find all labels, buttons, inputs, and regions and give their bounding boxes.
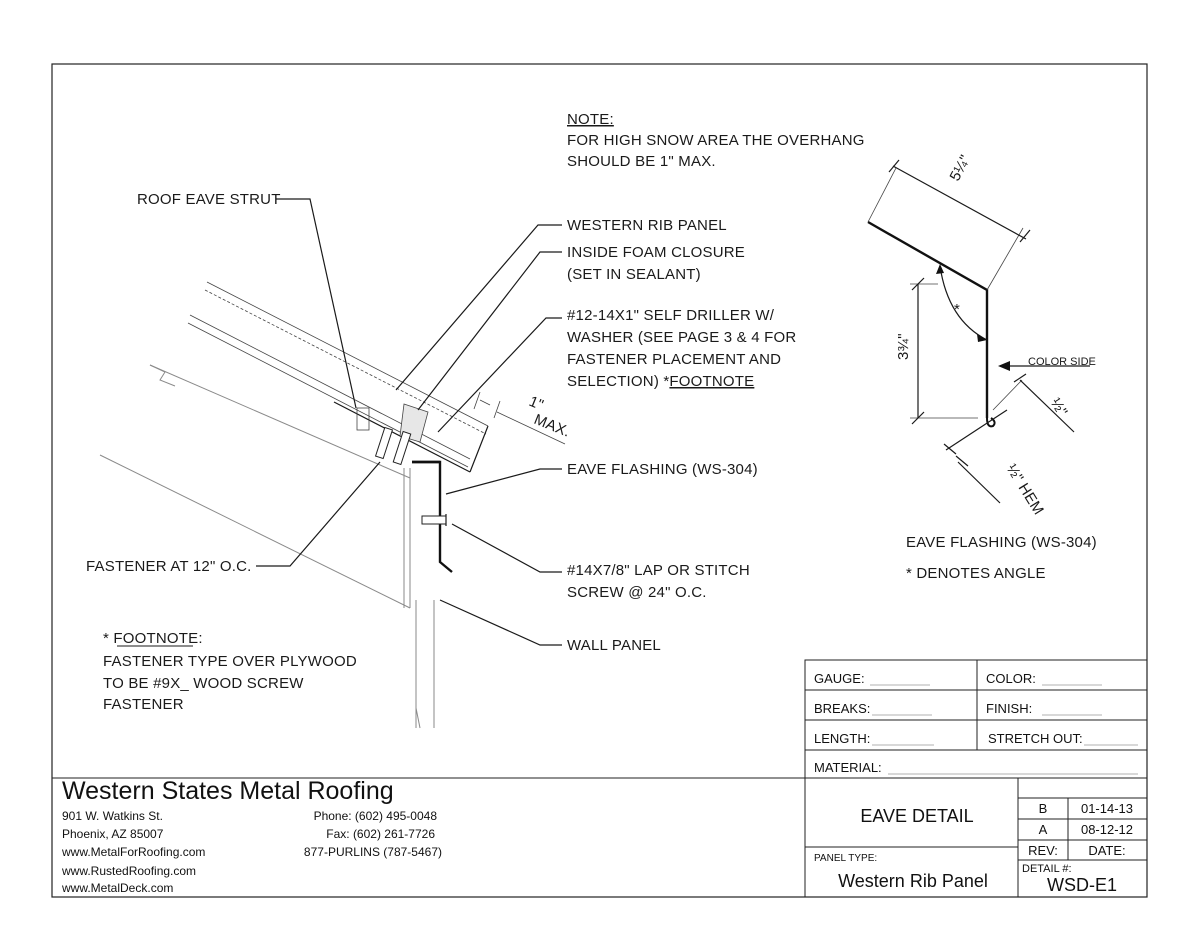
field-gauge[interactable]: GAUGE: — [814, 671, 865, 686]
footnote-link[interactable]: FOOTNOTE — [669, 373, 754, 390]
revision-date: 01-14-13 — [1081, 801, 1133, 816]
company-address: 901 W. Watkins St. — [62, 809, 163, 823]
revision-table: B 01-14-13 A 08-12-12 REV: DATE: — [1028, 801, 1133, 858]
panel-type-label: PANEL TYPE: — [814, 853, 877, 864]
label-self-driller: WASHER (SEE PAGE 3 & 4 FOR — [567, 329, 796, 346]
company-name: Western States Metal Roofing — [62, 777, 394, 805]
rev-header: REV: — [1028, 843, 1058, 858]
flashing-profile — [867, 159, 1090, 504]
company-website-link[interactable]: www.MetalForRoofing.com — [61, 845, 205, 859]
label-wall-panel: WALL PANEL — [567, 637, 661, 654]
field-finish[interactable]: FINISH: — [986, 701, 1032, 716]
profile-dim-side: 3¾" — [895, 333, 912, 360]
label-lap-screw: SCREW @ 24" O.C. — [567, 584, 707, 601]
footnote-block: * FOOTNOTE: FASTENER TYPE OVER PLYWOOD T… — [103, 630, 357, 713]
footnote-line: FASTENER — [103, 696, 184, 713]
detail-number: WSD-E1 — [1047, 875, 1117, 895]
footnote-line: TO BE #9X_ WOOD SCREW — [103, 675, 304, 692]
label-self-driller: FASTENER PLACEMENT AND — [567, 351, 781, 368]
callout-leaders — [256, 198, 562, 646]
label-lap-screw: #14X7/8" LAP OR STITCH — [567, 562, 750, 579]
eave-section-drawing — [99, 281, 566, 729]
note-heading: NOTE: — [567, 111, 614, 128]
profile-angle-mark: * — [954, 301, 960, 318]
company-address: Phoenix, AZ 85007 — [62, 827, 164, 841]
label-foam-closure-note: (SET IN SEALANT) — [567, 266, 701, 283]
note-line: SHOULD BE 1" MAX. — [567, 153, 716, 170]
footnote-line: FASTENER TYPE OVER PLYWOOD — [103, 653, 357, 670]
label-self-driller: SELECTION) *FOOTNOTE — [567, 373, 754, 390]
profile-color-side: COLOR SIDE — [1028, 356, 1096, 368]
label-western-rib-panel: WESTERN RIB PANEL — [567, 217, 727, 234]
profile-angle-note: * DENOTES ANGLE — [906, 565, 1046, 582]
footnote-heading: * FOOTNOTE: — [103, 630, 203, 647]
note-line: FOR HIGH SNOW AREA THE OVERHANG — [567, 132, 865, 149]
field-stretch-out[interactable]: STRETCH OUT: — [988, 731, 1083, 746]
label-self-driller: #12-14X1" SELF DRILLER W/ — [567, 307, 775, 324]
detail-title: EAVE DETAIL — [860, 806, 973, 826]
profile-dim-top: 5¼" — [947, 152, 975, 184]
note-block: NOTE: FOR HIGH SNOW AREA THE OVERHANG SH… — [567, 111, 865, 170]
detail-number-label: DETAIL #: — [1022, 863, 1072, 875]
label-fastener-12: FASTENER AT 12" O.C. — [86, 558, 251, 575]
field-length[interactable]: LENGTH: — [814, 731, 870, 746]
profile-dim-return: ½" — [1047, 395, 1071, 419]
field-breaks[interactable]: BREAKS: — [814, 701, 870, 716]
company-tollfree: 877-PURLINS (787-5467) — [304, 845, 442, 859]
company-website-link[interactable]: www.MetalDeck.com — [61, 881, 173, 895]
sheet-border — [51, 63, 1148, 898]
dim-overhang-max: MAX. — [532, 411, 573, 441]
label-roof-eave-strut: ROOF EAVE STRUT — [137, 191, 281, 208]
label-eave-flashing: EAVE FLASHING (WS-304) — [567, 461, 758, 478]
profile-caption: EAVE FLASHING (WS-304) — [906, 534, 1097, 551]
company-website-link[interactable]: www.RustedRoofing.com — [61, 864, 196, 878]
field-material[interactable]: MATERIAL: — [814, 760, 882, 775]
field-color[interactable]: COLOR: — [986, 671, 1036, 686]
label-foam-closure: INSIDE FOAM CLOSURE — [567, 244, 745, 261]
date-header: DATE: — [1088, 843, 1125, 858]
panel-type-value: Western Rib Panel — [838, 871, 988, 891]
title-block-frame — [52, 777, 1147, 897]
company-phone: Phone: (602) 495-0048 — [314, 809, 438, 823]
company-info: Western States Metal Roofing 901 W. Watk… — [61, 777, 442, 895]
revision-letter: A — [1039, 822, 1048, 837]
dim-overhang: 1" — [527, 393, 546, 414]
company-fax: Fax: (602) 261-7726 — [326, 827, 435, 841]
profile-dim-hem: ½" HEM — [1003, 461, 1047, 518]
revision-date: 08-12-12 — [1081, 822, 1133, 837]
revision-letter: B — [1039, 801, 1048, 816]
